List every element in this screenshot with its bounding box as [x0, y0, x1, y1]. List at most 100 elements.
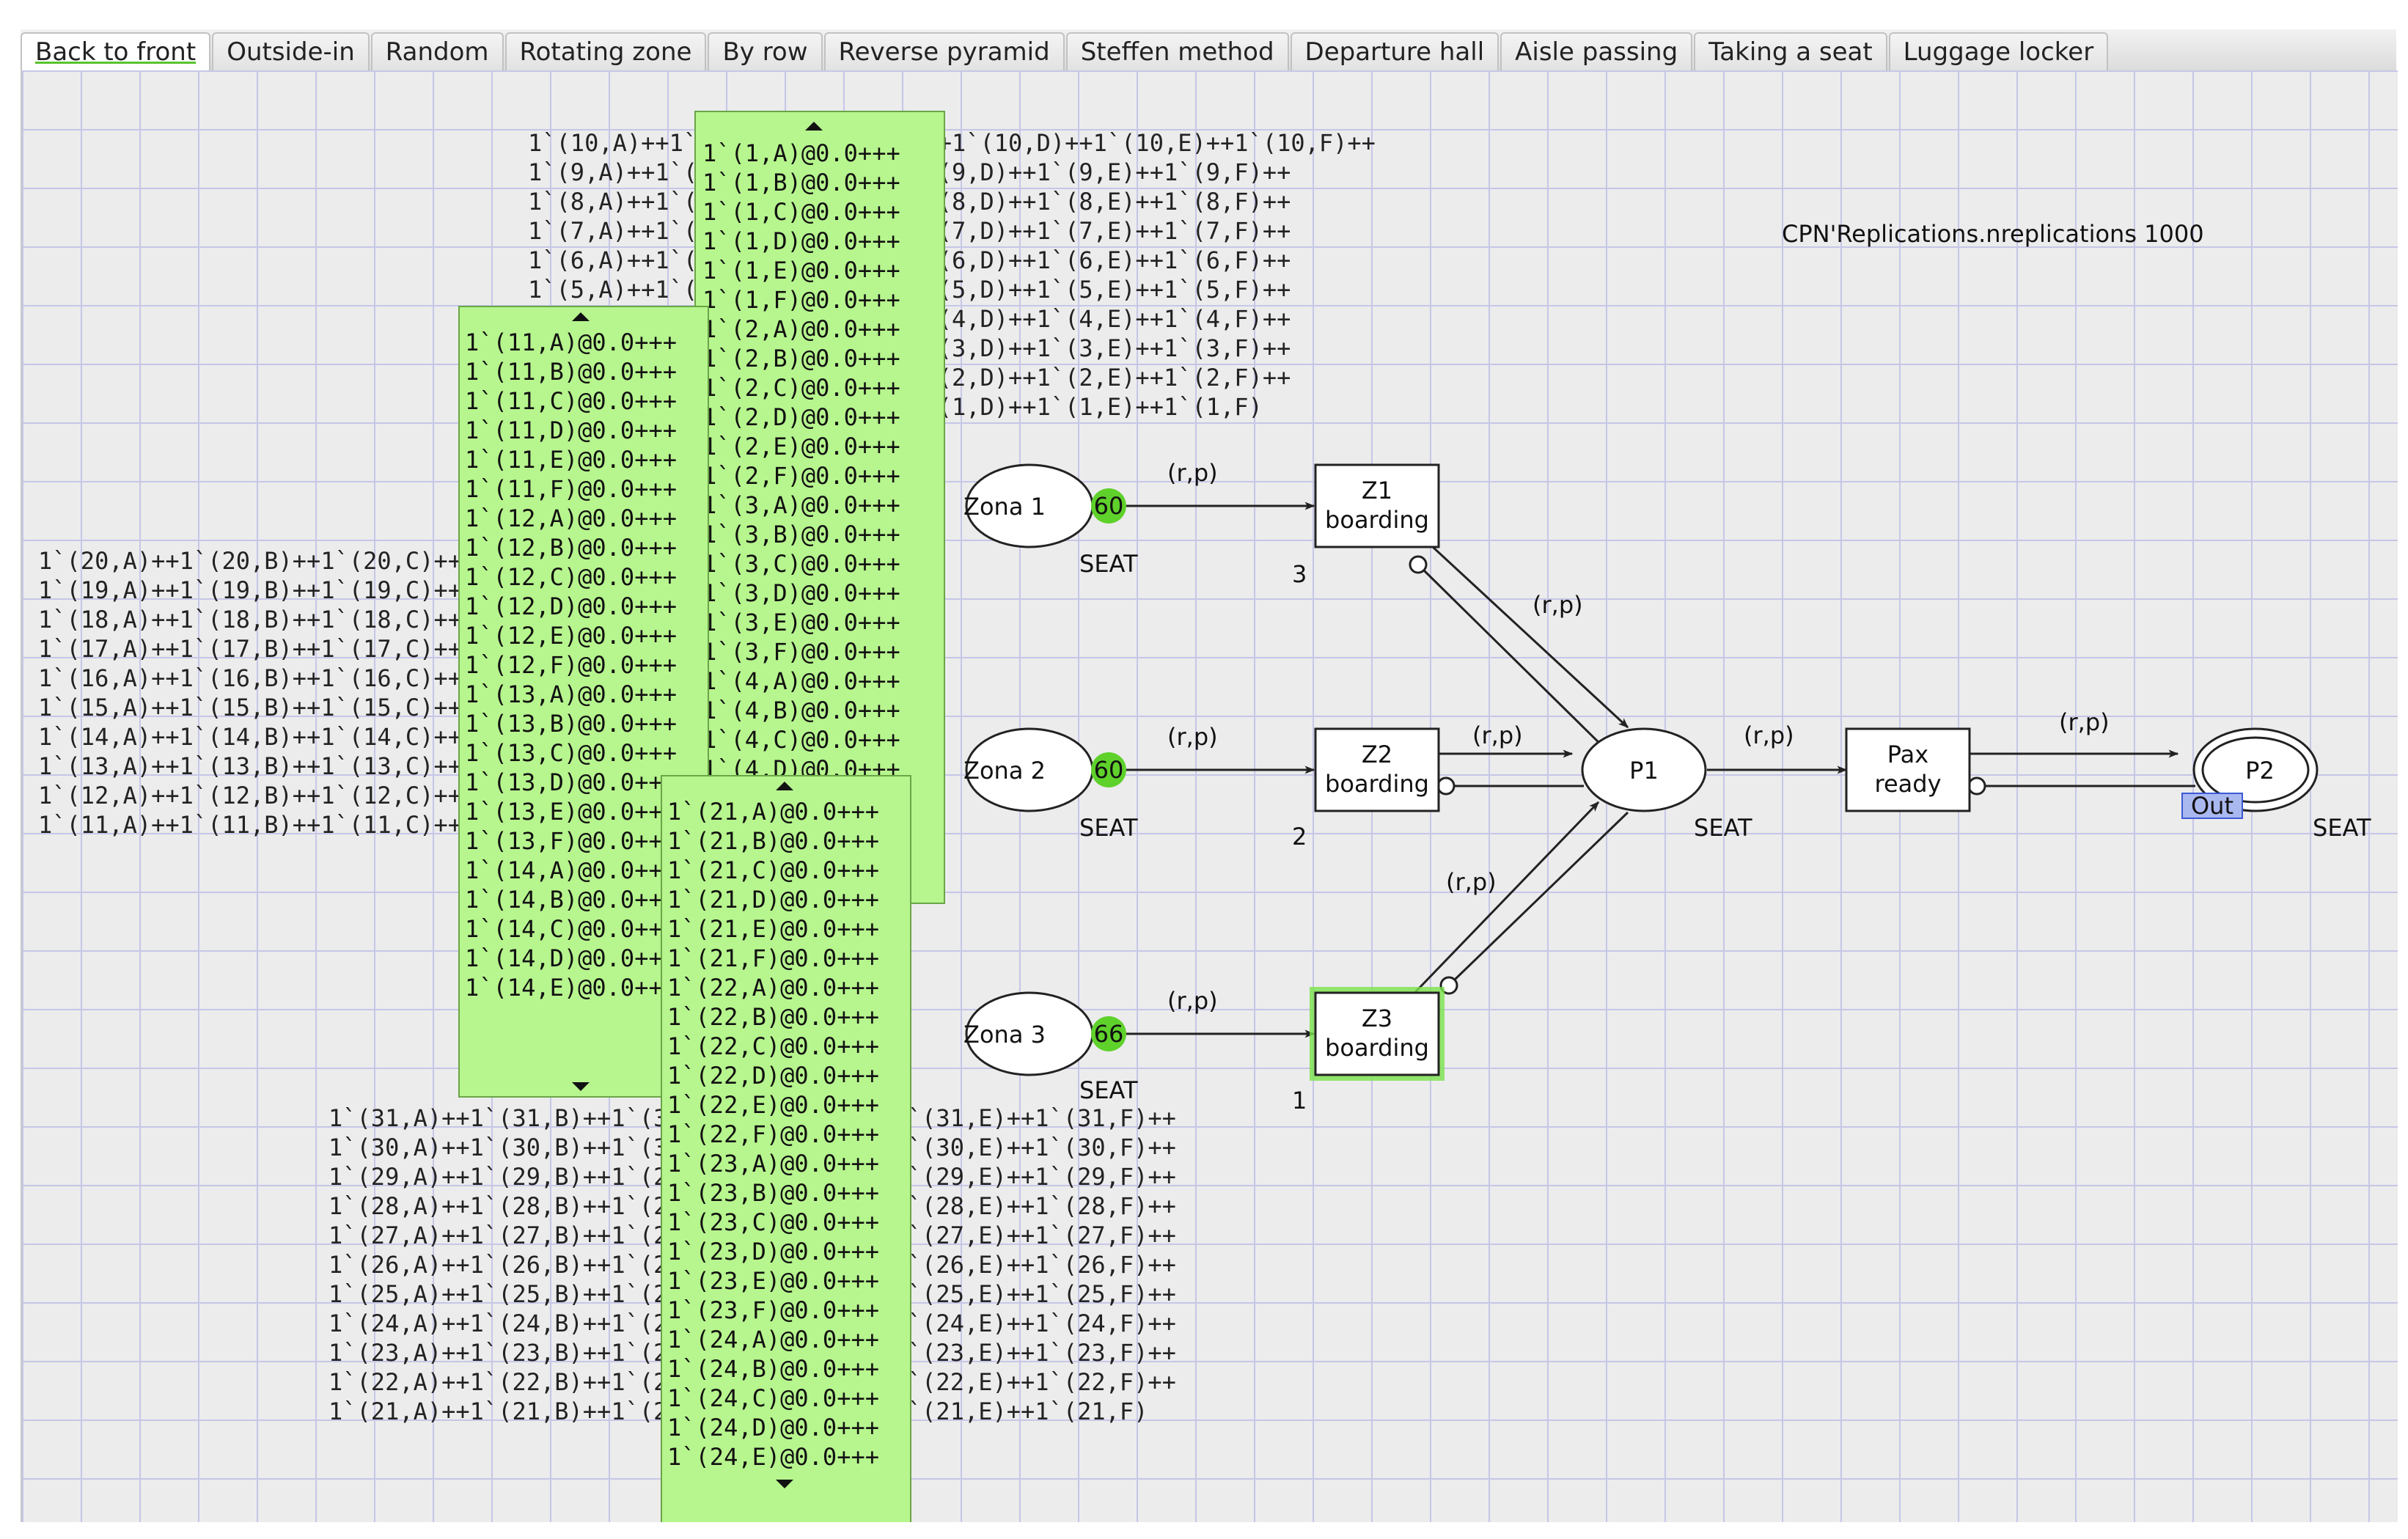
- marking-line: 1`(10,A)++1`(10,B)++1`(10,C)++1`(10,D)++…: [528, 129, 1376, 157]
- token-line: 1`(4,B)@0.0+++: [702, 697, 900, 724]
- token-count-badge-zona3[interactable]: [1091, 1016, 1126, 1051]
- token-line: 1`(22,A)@0.0+++: [667, 974, 879, 1002]
- cpn-editor-canvas[interactable]: 1`(10,A)++1`(10,B)++1`(10,C)++1`(10,D)++…: [21, 70, 2398, 1522]
- token-line: 1`(13,F)@0.0+++: [465, 827, 677, 855]
- arc-p1-z1-inhibitor[interactable]: [1423, 569, 1610, 754]
- port-tag-out: Out: [2191, 792, 2233, 820]
- transition-z1-line1: Z1: [1362, 477, 1392, 504]
- token-line: 1`(3,F)@0.0+++: [702, 638, 900, 666]
- token-line: 1`(23,D)@0.0+++: [667, 1238, 879, 1266]
- tab-departure-hall[interactable]: Departure hall: [1290, 32, 1500, 70]
- token-line: 1`(13,B)@0.0+++: [465, 710, 677, 738]
- transition-z2-boarding[interactable]: Z2 boarding 2: [1292, 727, 1440, 851]
- marking-line: 1`(12,A)++1`(12,B)++1`(12,C)++: [38, 782, 462, 809]
- place-zona2[interactable]: Zona 2 60 SEAT: [963, 727, 1138, 842]
- arc-label-z1-p1: (r,p): [1532, 591, 1583, 619]
- tab-random[interactable]: Random: [370, 32, 504, 70]
- arc-label-pax-p2: (r,p): [2059, 708, 2110, 736]
- token-line: 1`(24,A)@0.0+++: [667, 1326, 879, 1353]
- marking-line: 1`(19,A)++1`(19,B)++1`(19,C)++: [38, 576, 462, 604]
- arc-z3-p1[interactable]: [1399, 801, 1600, 1009]
- token-line: 1`(3,A)@0.0+++: [702, 491, 900, 519]
- place-p2-name: P2: [2245, 757, 2275, 785]
- token-line: 1`(1,B)@0.0+++: [702, 169, 900, 196]
- token-line: 1`(11,E)@0.0+++: [465, 446, 677, 474]
- place-zona2-name: Zona 2: [963, 757, 1046, 785]
- token-line: 1`(22,E)@0.0+++: [667, 1091, 879, 1119]
- token-line: 1`(2,A)@0.0+++: [702, 315, 900, 343]
- token-line: 1`(23,B)@0.0+++: [667, 1179, 879, 1207]
- transition-z3-line2: boarding: [1325, 1034, 1429, 1062]
- token-line: 1`(13,D)@0.0+++: [465, 768, 677, 796]
- token-line: 1`(21,C)@0.0+++: [667, 856, 879, 884]
- scroll-up-arrow-icon[interactable]: [805, 122, 823, 131]
- token-line: 1`(2,D)@0.0+++: [702, 403, 900, 431]
- token-line: 1`(24,C)@0.0+++: [667, 1384, 879, 1412]
- tab-back-to-front[interactable]: Back to front: [21, 32, 211, 70]
- place-p2[interactable]: P2 Out SEAT: [2181, 727, 2371, 842]
- token-count-badge-zona1[interactable]: [1091, 488, 1126, 524]
- arc-label-zona2-z2: (r,p): [1167, 723, 1218, 751]
- transition-z3-priority: 1: [1292, 1087, 1307, 1114]
- arc-p1-z3-inhibitor[interactable]: [1453, 811, 1629, 981]
- marking-popup-zona3[interactable]: 1`(21,A)@0.0+++1`(21,B)@0.0+++1`(21,C)@0…: [661, 775, 911, 1522]
- transition-z3-boarding[interactable]: Z3 boarding 1: [1292, 987, 1445, 1114]
- replications-label: CPN'Replications.nreplications 1000: [1782, 220, 2204, 248]
- token-line: 1`(1,D)@0.0+++: [702, 227, 900, 255]
- transition-pax-ready[interactable]: Pax ready: [1845, 727, 1971, 812]
- scroll-up-arrow-icon[interactable]: [776, 782, 793, 790]
- tab-outside-in[interactable]: Outside-in: [212, 32, 370, 70]
- marking-line: 1`(20,A)++1`(20,B)++1`(20,C)++: [38, 547, 462, 575]
- transition-pax-line1: Pax: [1887, 741, 1928, 768]
- arc-label-zona1-z1: (r,p): [1167, 459, 1218, 487]
- petri-net-diagram: 1`(10,A)++1`(10,B)++1`(10,C)++1`(10,D)++…: [38, 111, 2371, 1522]
- arc-label-z2-p1: (r,p): [1472, 721, 1523, 749]
- arc-z1-p1[interactable]: [1412, 528, 1629, 729]
- transition-z1-boarding[interactable]: Z1 boarding 3: [1292, 463, 1440, 588]
- token-line: 1`(14,B)@0.0+++: [465, 886, 677, 914]
- token-line: 1`(12,B)@0.0+++: [465, 534, 677, 562]
- token-line: 1`(1,C)@0.0+++: [702, 198, 900, 226]
- token-line: 1`(24,B)@0.0+++: [667, 1355, 879, 1383]
- transition-z2-priority: 2: [1292, 823, 1307, 851]
- token-line: 1`(21,F)@0.0+++: [667, 944, 879, 972]
- token-line: 1`(3,B)@0.0+++: [702, 521, 900, 548]
- arc-label-z3-p1: (r,p): [1446, 868, 1497, 896]
- tab-luggage-locker[interactable]: Luggage locker: [1888, 32, 2109, 70]
- marking-line: 1`(17,A)++1`(17,B)++1`(17,C)++: [38, 635, 462, 663]
- arc-label-p1-pax: (r,p): [1744, 721, 1794, 749]
- marking-popup-zona1[interactable]: 1`(1,A)@0.0+++1`(1,B)@0.0+++1`(1,C)@0.0+…: [694, 111, 945, 904]
- tab-reverse-pyramid[interactable]: Reverse pyramid: [823, 32, 1065, 70]
- token-line: 1`(1,A)@0.0+++: [702, 139, 900, 167]
- token-line: 1`(22,F)@0.0+++: [667, 1120, 879, 1148]
- place-zona1-name: Zona 1: [963, 493, 1046, 521]
- tab-rotating-zone[interactable]: Rotating zone: [504, 32, 707, 70]
- place-zona3[interactable]: Zona 3 66 SEAT: [963, 991, 1138, 1104]
- tab-by-row[interactable]: By row: [708, 32, 823, 70]
- scroll-down-arrow-icon[interactable]: [776, 1480, 793, 1488]
- place-p1-name: P1: [1629, 757, 1659, 785]
- token-count-zona2: 60: [1094, 756, 1124, 784]
- tab-taking-a-seat[interactable]: Taking a seat: [1694, 32, 1887, 70]
- place-p1[interactable]: P1 SEAT: [1581, 727, 1752, 842]
- token-count-badge-zona2[interactable]: [1091, 752, 1126, 787]
- token-line: 1`(2,C)@0.0+++: [702, 374, 900, 402]
- tab-steffen-method[interactable]: Steffen method: [1065, 32, 1289, 70]
- token-line: 1`(3,C)@0.0+++: [702, 550, 900, 578]
- token-line: 1`(11,F)@0.0+++: [465, 475, 677, 503]
- token-line: 1`(11,C)@0.0+++: [465, 387, 677, 415]
- colorset-p1: SEAT: [1694, 814, 1752, 842]
- tab-aisle-passing[interactable]: Aisle passing: [1500, 32, 1693, 70]
- token-line: 1`(24,D)@0.0+++: [667, 1414, 879, 1441]
- token-line: 1`(11,B)@0.0+++: [465, 358, 677, 386]
- inhibitor-z2: [1436, 776, 1456, 796]
- scroll-up-arrow-icon[interactable]: [572, 312, 590, 321]
- marking-line: 1`(14,A)++1`(14,B)++1`(14,C)++: [38, 723, 462, 751]
- token-line: 1`(21,B)@0.0+++: [667, 827, 879, 855]
- place-zona1[interactable]: Zona 1 60 SEAT: [963, 463, 1138, 578]
- initial-marking-zona2: 1`(20,A)++1`(20,B)++1`(20,C)++1`(19,A)++…: [38, 547, 462, 839]
- colorset-zona3: SEAT: [1079, 1076, 1138, 1104]
- scroll-down-arrow-icon[interactable]: [572, 1082, 590, 1091]
- token-line: 1`(4,C)@0.0+++: [702, 726, 900, 754]
